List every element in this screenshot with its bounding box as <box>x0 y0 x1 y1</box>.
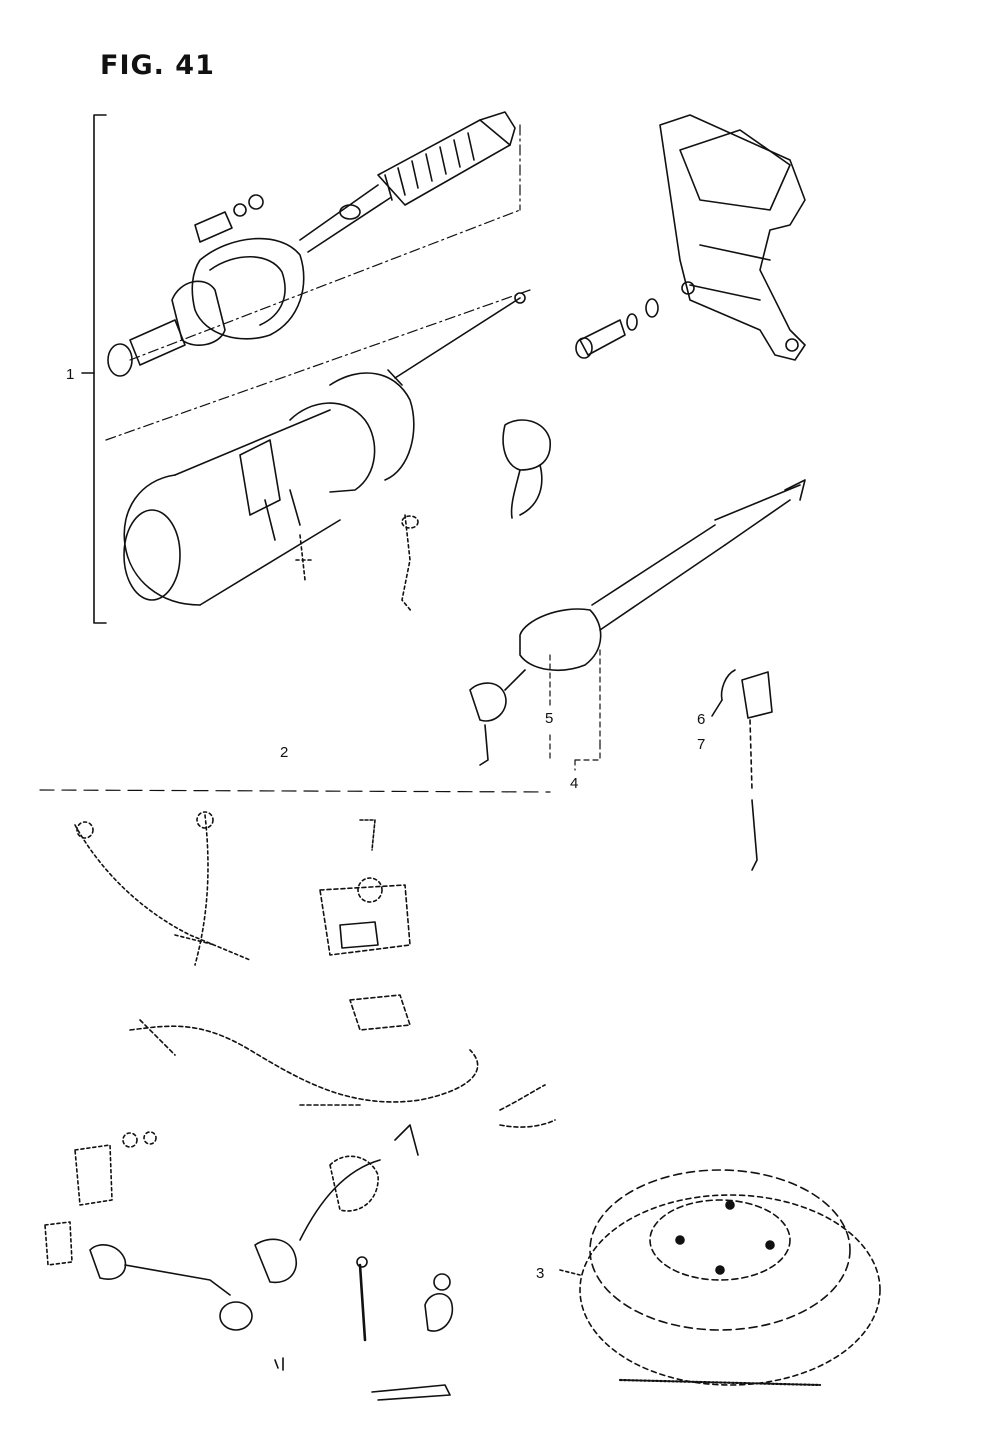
brush-parts <box>296 515 418 612</box>
starter-yoke-housing <box>124 373 414 605</box>
small-mark <box>275 1358 283 1370</box>
wiring-harness <box>75 812 250 965</box>
connector-block <box>75 1132 156 1205</box>
callout-7: 7 <box>697 736 706 753</box>
flywheel <box>560 1170 880 1385</box>
bracket-bolt <box>576 299 658 358</box>
sensor-switch <box>712 670 772 870</box>
callout-5: 5 <box>545 710 554 727</box>
callout-2: 2 <box>280 744 289 761</box>
cdi-unit-harness <box>130 995 555 1127</box>
figure-title: FIG. 41 <box>100 50 215 81</box>
armature-assembly <box>108 112 515 376</box>
callout-4: 4 <box>570 775 579 792</box>
section-divider <box>40 790 550 792</box>
callout-3: 3 <box>536 1265 545 1282</box>
starter-solenoid <box>470 480 805 765</box>
callout-6: 6 <box>697 711 706 728</box>
rectifier-harness <box>45 1125 418 1330</box>
assembly-1-bracket <box>82 115 106 623</box>
through-bolt <box>388 293 525 385</box>
starter-bracket <box>660 115 805 360</box>
ignition-coil <box>320 820 410 955</box>
callout-1: 1 <box>66 366 75 383</box>
starter-motor-dashed-frame <box>106 125 530 440</box>
relay-connector <box>503 420 550 518</box>
leaders-4-5 <box>550 650 600 770</box>
tie-strap-and-clamp <box>357 1257 452 1400</box>
